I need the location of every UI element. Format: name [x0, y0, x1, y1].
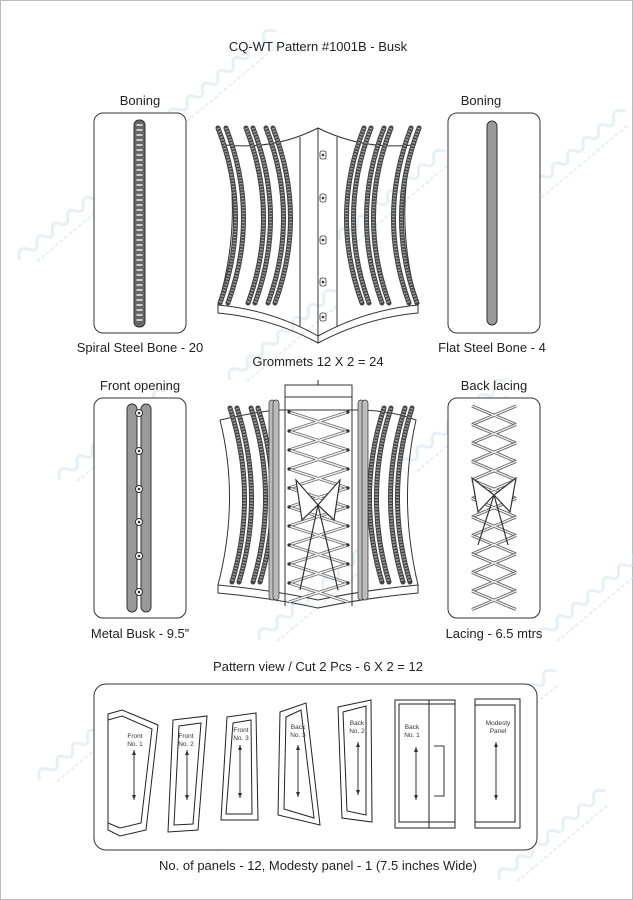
flat-bone: [361, 399, 369, 601]
corset-back-view: [217, 380, 419, 609]
front-opening-heading: Front opening: [100, 378, 180, 393]
grainline-arrow-icon: [296, 745, 300, 797]
boning-left-caption: Spiral Steel Bone - 20: [77, 340, 203, 355]
grainline-arrow-icon: [414, 747, 418, 800]
spiral-bone: [270, 125, 293, 306]
spiral-bone: [388, 405, 408, 585]
pattern-piece-label: Back: [350, 720, 365, 727]
spiral-bone: [399, 125, 422, 306]
boning-right-heading: Boning: [461, 93, 501, 108]
spiral-bone: [371, 125, 394, 306]
grainline-arrow-icon: [238, 745, 242, 798]
pattern-piece-label: Modesty: [486, 720, 511, 727]
spiral-bone: [250, 125, 273, 306]
footer-caption: No. of panels - 12, Modesty panel - 1 (7…: [159, 858, 477, 873]
pattern-piece-number: Panel: [490, 728, 507, 735]
spiral-bone: [391, 125, 414, 306]
spiral-bone: [248, 405, 268, 585]
corset-front-view: [215, 125, 422, 344]
grainline-arrow-icon: [185, 750, 189, 800]
spiral-bone: [344, 125, 367, 306]
spiral-bone: [367, 405, 387, 585]
watermark-logo-icon: [537, 548, 633, 643]
spiral-bone: [395, 405, 415, 585]
front-opening-box: [93, 397, 187, 619]
pattern-piece-label: Back: [291, 724, 306, 731]
grainline-arrow-icon: [494, 742, 498, 800]
spiral-bone: [374, 405, 394, 585]
front-opening-caption: Metal Busk - 9.5”: [91, 626, 189, 641]
back-lacing-caption: Lacing - 6.5 mtrs: [446, 626, 543, 641]
busk-hook-icon: [319, 277, 327, 287]
grommets-caption: Grommets 12 X 2 = 24: [252, 354, 383, 369]
spiral-bone: [234, 405, 254, 585]
boning-left-heading: Boning: [120, 93, 160, 108]
busk-hook-icon: [319, 193, 327, 203]
pattern-piece-number: No. 2: [349, 728, 365, 735]
pattern-piece-label: Back: [405, 724, 420, 731]
pattern-piece-label: Front: [233, 727, 248, 734]
spiral-bone: [227, 405, 247, 585]
pattern-piece-number: No. 2: [178, 741, 194, 748]
pattern-piece-label: Front: [178, 733, 193, 740]
grainline-arrow-icon: [356, 742, 360, 795]
flat-steel-bone-icon: [486, 120, 498, 326]
spiral-bone: [243, 125, 266, 306]
back-lacing-heading: Back lacing: [461, 378, 527, 393]
flat-bone: [272, 399, 280, 601]
spiral-bone: [223, 125, 246, 306]
busk-hook-icon: [319, 312, 327, 322]
pattern-piece-label: Front: [127, 733, 142, 740]
spiral-bone: [215, 125, 238, 306]
spiral-steel-bone-icon: [133, 119, 146, 328]
pattern-panels-box: [93, 683, 538, 851]
metal-busk-icon: [126, 403, 152, 613]
spiral-bone: [263, 125, 286, 306]
pattern-piece-number: No. 3: [290, 732, 306, 739]
page-title: CQ-WT Pattern #1001B - Busk: [229, 39, 408, 54]
pattern-caption: Pattern view / Cut 2 Pcs - 6 X 2 = 12: [213, 659, 423, 674]
spiral-bone: [364, 125, 387, 306]
pattern-piece-number: No. 3: [233, 735, 249, 742]
lacing-icon: [471, 404, 517, 611]
pattern-piece-number: No. 1: [404, 732, 420, 739]
grainline-arrow-icon: [132, 750, 136, 800]
pattern-piece-number: No. 1: [127, 741, 143, 748]
busk-hook-icon: [319, 235, 327, 245]
boning-right-caption: Flat Steel Bone - 4: [438, 340, 546, 355]
spiral-bone: [351, 125, 374, 306]
busk-hook-icon: [319, 150, 327, 160]
